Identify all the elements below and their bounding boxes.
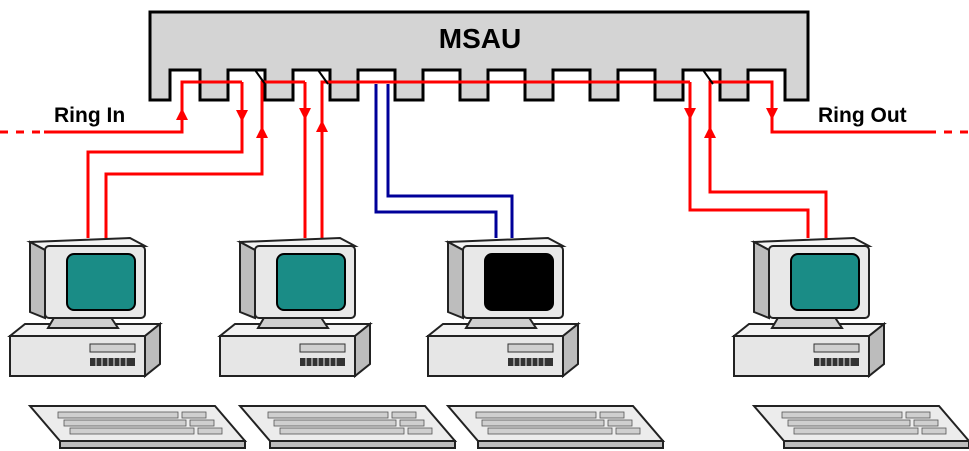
monitor-screen [790,253,860,311]
ring-out-label: Ring Out [818,104,907,127]
monitor-screen [66,253,136,311]
monitor-screen-off [484,253,554,311]
station-3-cable [374,84,514,238]
workstation-1 [9,237,246,449]
relay-switches [254,69,714,85]
msau-hub: MSAU [148,10,810,102]
workstation-4 [733,237,969,449]
station-1-cable [86,130,264,238]
workstation-3 [427,237,664,449]
direction-arrows [176,108,778,138]
monitor-screen [276,253,346,311]
ring-in-label: Ring In [54,104,125,127]
station-4-cable [688,150,828,238]
workstation-2 [219,237,456,449]
station-2-cable [303,150,324,238]
msau-label: MSAU [439,23,521,54]
